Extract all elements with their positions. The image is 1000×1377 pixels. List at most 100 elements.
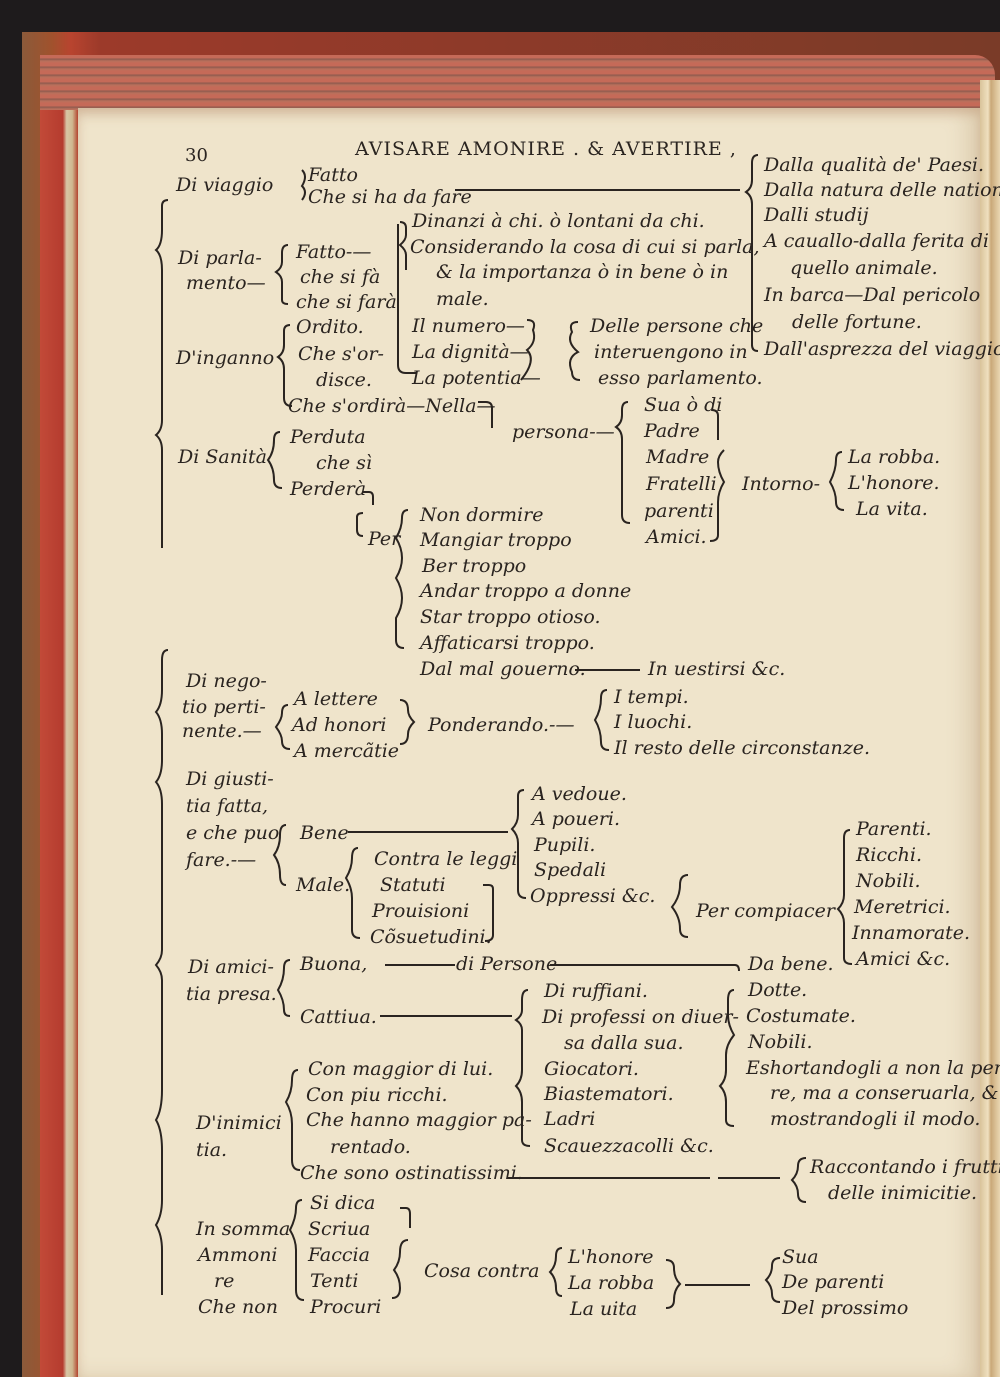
inganno-relative: Fratelli [646, 473, 717, 495]
amicitia-di-persone: di Persone [456, 953, 558, 975]
giustitia-compiacer: Per compiacer [696, 900, 835, 922]
parlamento-persons: Delle persone che [590, 315, 764, 337]
giustitia-male: Male. [296, 874, 351, 896]
parlamento-measure: La potentia— [412, 367, 541, 389]
giustitia-bene: Bene [300, 822, 349, 844]
entry-insomma: In somma [196, 1218, 291, 1240]
parlamento-item: che si farà [296, 291, 397, 313]
sanita-item: Perderà [290, 478, 367, 500]
amicitia-good: mostrandogli il modo. [770, 1108, 981, 1130]
inganno-persona: persona-— [512, 421, 615, 443]
sanita-cause: Non dormire [420, 504, 544, 526]
insomma-verb: Faccia [308, 1244, 370, 1266]
entry-negotio: tio perti- [182, 696, 266, 718]
viaggio-source: quello animale. [790, 257, 938, 279]
parlamento-item: Fatto-— [296, 241, 372, 263]
entry-negotio: Di nego- [186, 670, 267, 692]
sanita-vestire: In uestirsi &c. [648, 658, 786, 680]
inganno-relative: Amici. [646, 526, 707, 548]
amicitia-bad: Biastematori. [544, 1083, 674, 1105]
entry-viaggio: Di viaggio [176, 174, 274, 196]
viaggio-source: Dall'asprezza del viaggio [764, 338, 1000, 360]
entry-negotio: nente.— [182, 720, 262, 742]
amicitia-bad: Giocatori. [544, 1058, 639, 1080]
parlamento-consideration: male. [436, 288, 489, 310]
giustitia-recipient: Spedali [534, 859, 607, 881]
viaggio-source: Dalla qualità de' Paesi. [764, 154, 985, 176]
sanita-cause: Ber troppo [422, 555, 527, 577]
giustitia-pleased: Ricchi. [856, 844, 923, 866]
viaggio-source: In barca—Dal pericolo [764, 284, 981, 306]
inganno-target: La vita. [856, 498, 928, 520]
negotio-circumstance: Il resto delle circonstanze. [614, 737, 871, 759]
giustitia-pleased: Meretrici. [854, 896, 951, 918]
negotio-ponderando: Ponderando.-— [428, 714, 575, 736]
giustitia-recipient: A vedoue. [532, 783, 627, 805]
parlamento-persons: interuengono in [594, 341, 748, 363]
insomma-verb: Tenti [310, 1270, 359, 1292]
insomma-whose: De parenti [782, 1271, 885, 1293]
book-spine-edge [40, 60, 78, 1377]
parlamento-consideration: Dinanzi à chi. ò lontani da chi. [412, 210, 705, 232]
entry-inimicitia: D'inimici [196, 1112, 282, 1134]
parlamento-item: che si fà [300, 266, 381, 288]
sanita-cause: Star troppo otioso. [420, 606, 601, 628]
amicitia-good: Eshortandogli a non la perde [746, 1057, 1000, 1079]
parlamento-measure: Il numero— [412, 315, 525, 337]
viaggio-source: A cauallo-dalla ferita di [764, 230, 989, 252]
negotio-item: A mercãtie [294, 740, 400, 762]
sanita-item: Perduta [290, 426, 366, 448]
amicitia-bad: Di professi on diuer- [542, 1006, 739, 1028]
giustitia-male-item: Cõsuetudini. [370, 926, 492, 948]
insomma-verb: Procuri [310, 1296, 382, 1318]
giustitia-recipient: Oppressi &c. [530, 885, 656, 907]
inimicitia-item: Con piu ricchi. [306, 1084, 448, 1106]
parlamento-consideration: & la importanza ò in bene ò in [436, 261, 729, 283]
insomma-cosa-contra: Cosa contra [424, 1260, 540, 1282]
insomma-verb: Si dica [310, 1192, 376, 1214]
page-number: 30 [185, 145, 208, 166]
sanita-cause: Mangiar troppo [420, 529, 572, 551]
sanita-cause: Dal mal gouerno. [420, 658, 586, 680]
inganno-target: La robba. [848, 446, 941, 468]
inganno-relative: Sua ò di [644, 394, 723, 416]
insomma-good: La uita [570, 1298, 638, 1320]
giustitia-male-item: Contra le leggi [374, 848, 518, 870]
giustitia-male-item: Statuti [380, 874, 446, 896]
entry-insomma: Che non [198, 1296, 278, 1318]
parlamento-consideration: Considerando la cosa di cui si parla, [410, 236, 760, 258]
entry-giustitia: tia fatta, [186, 795, 269, 817]
entry-inimicitia: tia. [196, 1139, 228, 1161]
amicitia-good: Nobili. [748, 1031, 813, 1053]
viaggio-source: delle fortune. [792, 311, 922, 333]
negotio-circumstance: I tempi. [614, 686, 689, 708]
parlamento-measure: La dignità— [412, 341, 529, 363]
entry-insomma: re [214, 1270, 235, 1292]
entry-parlamento: mento— [186, 272, 266, 294]
giustitia-pleased: Amici &c. [856, 948, 951, 970]
sanita-cause: Andar troppo a donne [420, 580, 632, 602]
insomma-good: La robba [568, 1272, 655, 1294]
amicitia-good: re, ma a conseruarla, & [770, 1082, 999, 1104]
sanita-per: Per [368, 528, 401, 550]
inimicitia-fruits: delle inimicitie. [828, 1182, 978, 1204]
amicitia-good: Dotte. [748, 979, 808, 1001]
negotio-circumstance: I luochi. [614, 711, 693, 733]
inimicitia-fruits: Raccontando i frutti [810, 1156, 1000, 1178]
page-edge-right [980, 80, 1000, 1377]
entry-giustitia: fare.-— [186, 849, 257, 871]
entry-giustitia: e che puo [186, 822, 280, 844]
insomma-verb: Scriua [308, 1218, 371, 1240]
inganno-relative: Madre [646, 446, 710, 468]
giustitia-pleased: Innamorate. [852, 922, 971, 944]
giustitia-male-item: Prouisioni [372, 900, 470, 922]
entry-sanita: Di Sanità [178, 446, 267, 468]
running-head: AVISARE AMONIRE . & AVERTIRE , [355, 138, 737, 160]
negotio-item: A lettere [294, 688, 378, 710]
amicitia-good: Costumate. [746, 1005, 856, 1027]
viaggio-source: Dalli studij [764, 204, 869, 226]
negotio-item: Ad honori [292, 714, 387, 736]
entry-parlamento: Di parla- [178, 247, 262, 269]
viaggio-item: Che si ha da fare [308, 186, 472, 208]
page-block-top-edge [40, 55, 995, 110]
